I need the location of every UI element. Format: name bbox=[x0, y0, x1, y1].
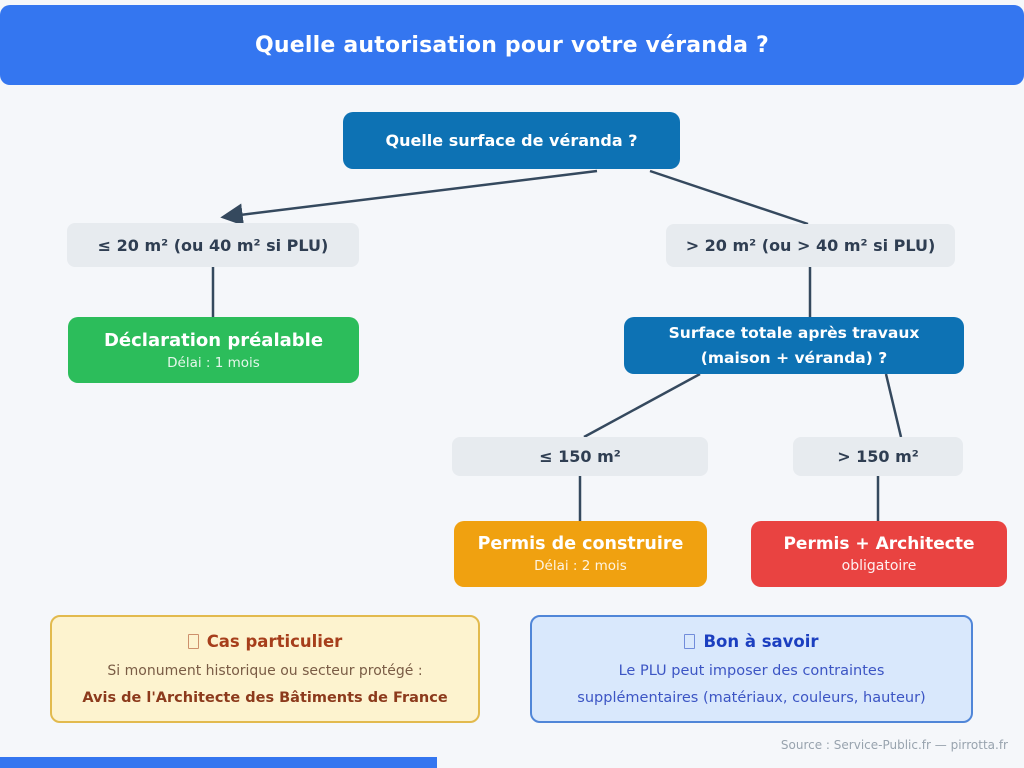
flow-node-condition-under-150: ≤ 150 m² bbox=[452, 437, 708, 476]
declaration-title: Déclaration préalable bbox=[103, 329, 324, 351]
flow-node-declaration-prealable: Déclaration préalable Délai : 1 mois bbox=[68, 317, 359, 383]
missing-glyph-icon bbox=[187, 634, 199, 650]
flow-node-surface-totale-question: Surface totale après travaux (maison + v… bbox=[624, 317, 964, 374]
root-question-label: Quelle surface de véranda ? bbox=[385, 131, 638, 150]
note-special-case-line1: Si monument historique ou secteur protég… bbox=[107, 662, 423, 679]
surface-totale-line1: Surface totale après travaux bbox=[668, 323, 920, 342]
declaration-delay: Délai : 1 mois bbox=[167, 354, 260, 371]
page-title-banner: Quelle autorisation pour votre véranda ? bbox=[0, 5, 1024, 85]
page-title: Quelle autorisation pour votre véranda ? bbox=[255, 32, 769, 58]
condition-over-150-label: > 150 m² bbox=[837, 447, 919, 466]
source-attribution: Source : Service-Public.fr — pirrotta.fr bbox=[780, 738, 1008, 752]
note-good-to-know-title-row: Bon à savoir bbox=[684, 632, 819, 652]
note-special-case-title-row: Cas particulier bbox=[187, 632, 343, 652]
note-good-to-know: Bon à savoir Le PLU peut imposer des con… bbox=[530, 615, 973, 723]
permis-construire-title: Permis de construire bbox=[477, 534, 684, 554]
note-good-to-know-line2: supplémentaires (matériaux, couleurs, ha… bbox=[577, 689, 926, 706]
condition-small-surface-label: ≤ 20 m² (ou 40 m² si PLU) bbox=[97, 235, 329, 255]
note-good-to-know-title: Bon à savoir bbox=[703, 632, 819, 652]
missing-glyph-icon bbox=[684, 634, 696, 650]
note-special-case-line2: Avis de l'Architecte des Bâtiments de Fr… bbox=[82, 689, 448, 706]
note-special-case-title: Cas particulier bbox=[206, 632, 343, 652]
connector-surface-to-over150 bbox=[884, 373, 903, 438]
note-good-to-know-line1: Le PLU peut imposer des contraintes bbox=[618, 662, 885, 679]
surface-totale-line2: (maison + véranda) ? bbox=[700, 348, 888, 367]
permis-construire-delay: Délai : 2 mois bbox=[534, 558, 627, 574]
flow-node-condition-over-150: > 150 m² bbox=[793, 437, 963, 476]
connector-surface-to-under150 bbox=[583, 372, 701, 439]
connector-root-to-left bbox=[220, 169, 598, 226]
bottom-accent-bar bbox=[0, 757, 437, 768]
flow-node-permis-de-construire: Permis de construire Délai : 2 mois bbox=[454, 521, 707, 587]
flow-node-condition-small-surface: ≤ 20 m² (ou 40 m² si PLU) bbox=[67, 223, 359, 267]
note-special-case: Cas particulier Si monument historique o… bbox=[50, 615, 480, 723]
flow-node-condition-large-surface: > 20 m² (ou > 40 m² si PLU) bbox=[666, 224, 955, 267]
permis-architecte-subtitle: obligatoire bbox=[841, 558, 917, 574]
condition-under-150-label: ≤ 150 m² bbox=[539, 447, 621, 466]
condition-large-surface-label: > 20 m² (ou > 40 m² si PLU) bbox=[685, 236, 936, 255]
connector-root-to-right bbox=[649, 169, 809, 226]
connector-lines bbox=[211, 169, 903, 521]
flow-node-root-question: Quelle surface de véranda ? bbox=[343, 112, 680, 169]
permis-architecte-title: Permis + Architecte bbox=[783, 534, 975, 554]
flow-node-permis-architecte: Permis + Architecte obligatoire bbox=[751, 521, 1007, 587]
